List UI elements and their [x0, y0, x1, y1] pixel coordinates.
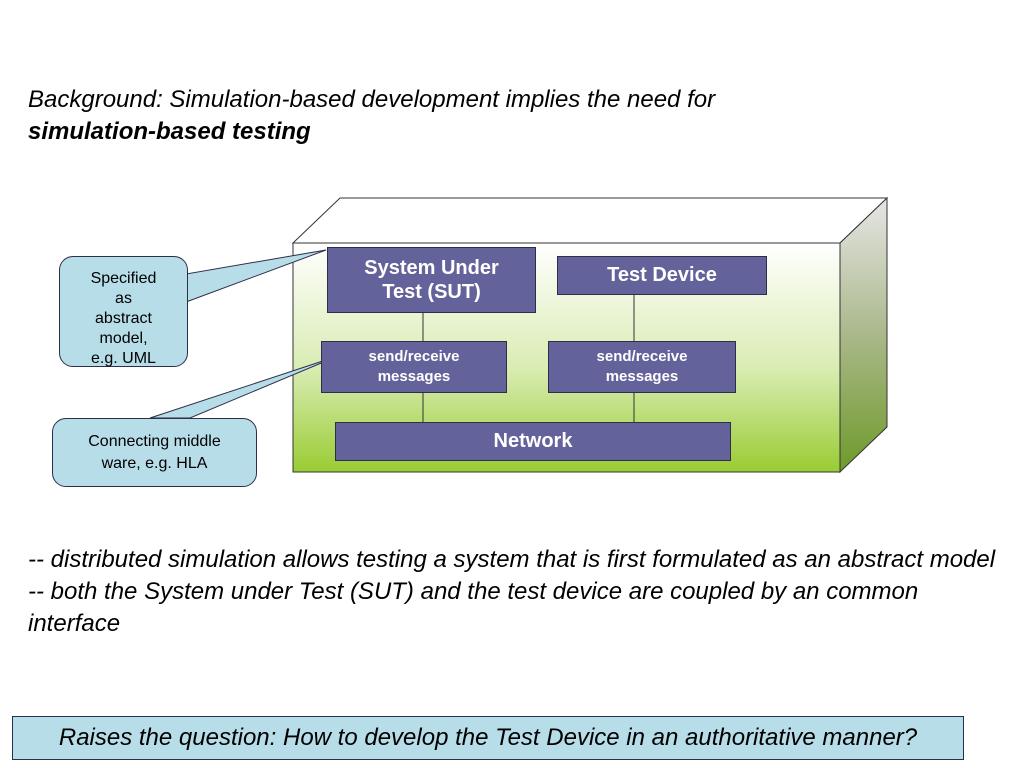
callout-model-line-5: e.g. UML	[91, 350, 156, 367]
sut-box: System Under Test (SUT)	[327, 247, 536, 313]
question-text: Raises the question: How to develop the …	[58, 724, 918, 751]
send-receive-right-line-2: messages	[605, 368, 679, 385]
cube-side-face	[839, 196, 888, 474]
test-device-box: Test Device	[557, 256, 767, 295]
cube-top-face	[291, 197, 889, 244]
background-line-1: Background: Simulation-based development…	[28, 86, 716, 113]
callout-model-line-3: abstract	[95, 310, 152, 327]
explanation-text: -- distributed simulation allows testing…	[28, 544, 1003, 640]
callout-model-line-1: Specified	[90, 270, 157, 287]
callout-model-line-4: model,	[99, 330, 148, 347]
explanation-bullet-2: -- both the System under Test (SUT) and …	[28, 578, 919, 637]
callout-abstract-model: Specified as abstract model, e.g. UML	[59, 256, 188, 367]
explanation-bullet-1: -- distributed simulation allows testing…	[28, 546, 996, 573]
test-device-label: Test Device	[607, 264, 717, 286]
sut-label-line-1: System Under	[364, 257, 499, 279]
send-receive-left-line-2: messages	[377, 368, 451, 385]
background-line-2: simulation-based testing	[28, 118, 311, 145]
callout-middleware-line-1: Connecting middle	[88, 432, 221, 450]
send-receive-left-line-1: send/receive	[368, 348, 460, 365]
background-statement: Background: Simulation-based development…	[28, 84, 988, 148]
sut-label-line-2: Test (SUT)	[382, 281, 481, 303]
callout-middleware-line-2: ware, e.g. HLA	[101, 454, 208, 472]
send-receive-right-box: send/receive messages	[548, 341, 736, 393]
callout-middleware: Connecting middle ware, e.g. HLA	[52, 418, 257, 487]
question-box: Raises the question: How to develop the …	[12, 716, 964, 760]
send-receive-left-box: send/receive messages	[321, 341, 507, 393]
send-receive-right-line-1: send/receive	[596, 348, 688, 365]
network-label: Network	[493, 430, 573, 452]
callout-model-line-2: as	[115, 290, 132, 307]
network-box: Network	[335, 422, 731, 461]
